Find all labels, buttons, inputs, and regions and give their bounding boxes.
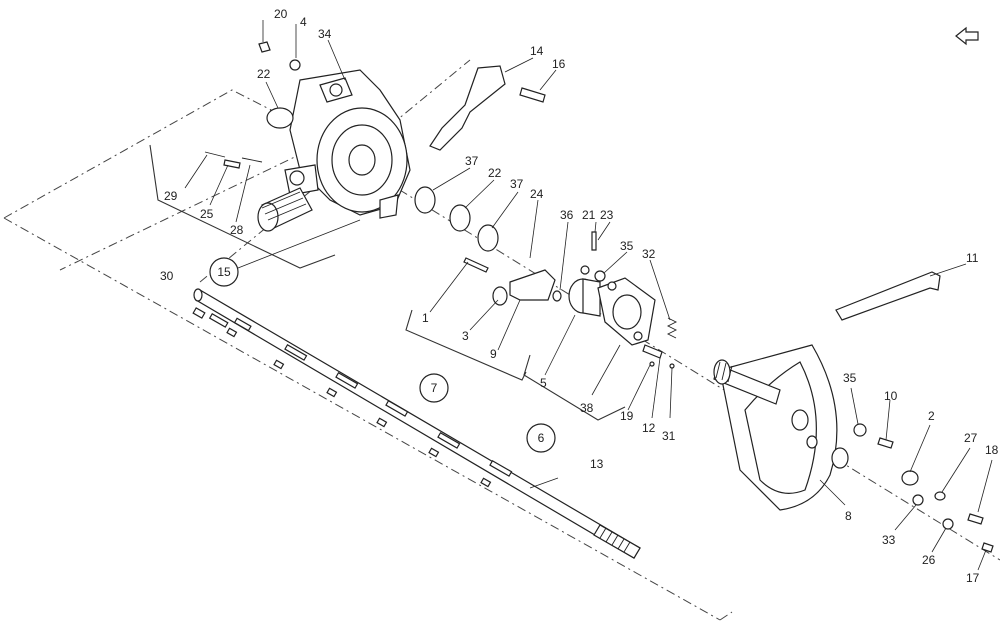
callout-38: 38 — [580, 401, 594, 415]
callout-35a: 35 — [620, 239, 634, 253]
pin-21 — [591, 231, 597, 251]
nut-35b — [853, 423, 867, 437]
ring-37b — [477, 224, 499, 252]
bracket-14 — [429, 65, 506, 151]
shaft-13 — [193, 288, 641, 559]
callout-18: 18 — [985, 443, 999, 457]
callout-12: 12 — [642, 421, 656, 435]
callout-2: 2 — [928, 409, 935, 423]
screw-29 — [204, 151, 226, 158]
callout-33: 33 — [882, 533, 896, 547]
callout-14: 14 — [530, 44, 544, 58]
washer-27 — [934, 491, 946, 501]
callout-5: 5 — [540, 376, 547, 390]
svg-text:6: 6 — [538, 431, 545, 445]
callout-11: 11 — [966, 251, 979, 265]
group-callout-7: 7 — [419, 373, 449, 403]
gearbox-housing — [257, 69, 411, 232]
callout-36: 36 — [560, 208, 574, 222]
spring-32 — [666, 317, 678, 339]
callout-19: 19 — [620, 409, 634, 423]
gasket-22-top — [266, 107, 294, 129]
group-callout-15: 15 — [209, 257, 239, 287]
return-arrow-icon[interactable] — [955, 26, 979, 46]
bolt-10 — [877, 437, 894, 449]
callout-22a: 22 — [257, 67, 271, 81]
callout-23: 23 — [600, 208, 614, 222]
callout-1: 1 — [422, 311, 429, 325]
plate-38 — [597, 277, 656, 346]
bushing-3 — [492, 286, 508, 306]
group-callout-6: 6 — [526, 423, 556, 453]
callout-32: 32 — [642, 247, 656, 261]
callout-13: 13 — [590, 457, 604, 471]
callout-30: 30 — [160, 269, 174, 283]
bar-11 — [835, 271, 941, 321]
callout-9: 9 — [490, 347, 497, 361]
screw-17 — [981, 542, 994, 553]
pin-1 — [463, 257, 489, 273]
callout-31: 31 — [662, 429, 676, 443]
callout-35b: 35 — [843, 371, 857, 385]
callout-37b: 37 — [510, 177, 524, 191]
washer-26 — [942, 518, 954, 530]
callout-22b: 22 — [488, 166, 502, 180]
svg-text:15: 15 — [217, 265, 231, 279]
callout-28: 28 — [230, 223, 244, 237]
callout-20: 20 — [274, 7, 288, 21]
screw-18 — [967, 513, 984, 525]
washer-33 — [912, 494, 924, 506]
callout-labels: 20 4 34 22 14 16 29 25 28 37 22 37 24 36… — [160, 7, 999, 585]
nut-4 — [289, 59, 301, 71]
callout-37a: 37 — [465, 154, 479, 168]
nut-35a-inner — [580, 265, 590, 275]
callout-4: 4 — [300, 15, 307, 29]
callout-25: 25 — [200, 207, 214, 221]
sector-gear-8 — [713, 344, 849, 511]
shaft-12 — [642, 344, 663, 359]
washer-31 — [669, 363, 675, 369]
callout-21: 21 — [582, 208, 596, 222]
callout-24: 24 — [530, 187, 544, 201]
callout-27: 27 — [964, 431, 978, 445]
washer-19 — [649, 361, 655, 367]
callout-10: 10 — [884, 389, 898, 403]
callout-34: 34 — [318, 27, 332, 41]
callout-26: 26 — [922, 553, 936, 567]
screw-25 — [223, 159, 241, 169]
cylinder-5 — [568, 278, 601, 317]
leader-lines — [184, 20, 993, 571]
ring-22b — [449, 204, 471, 232]
group-brackets — [149, 144, 626, 421]
washer-2 — [901, 470, 919, 486]
svg-text:7: 7 — [431, 381, 438, 395]
bracket-9 — [509, 269, 556, 301]
keys-30 — [192, 307, 513, 488]
nut-35a — [594, 270, 606, 282]
ring-37a — [414, 186, 436, 214]
callout-8: 8 — [845, 509, 852, 523]
bolt-20 — [258, 41, 271, 53]
screw-28 — [241, 157, 263, 163]
callout-17: 17 — [966, 571, 980, 585]
bolt-16 — [519, 87, 546, 103]
callout-3: 3 — [462, 329, 469, 343]
callout-16: 16 — [552, 57, 566, 71]
callout-29: 29 — [164, 189, 178, 203]
spacer-36 — [552, 290, 562, 302]
